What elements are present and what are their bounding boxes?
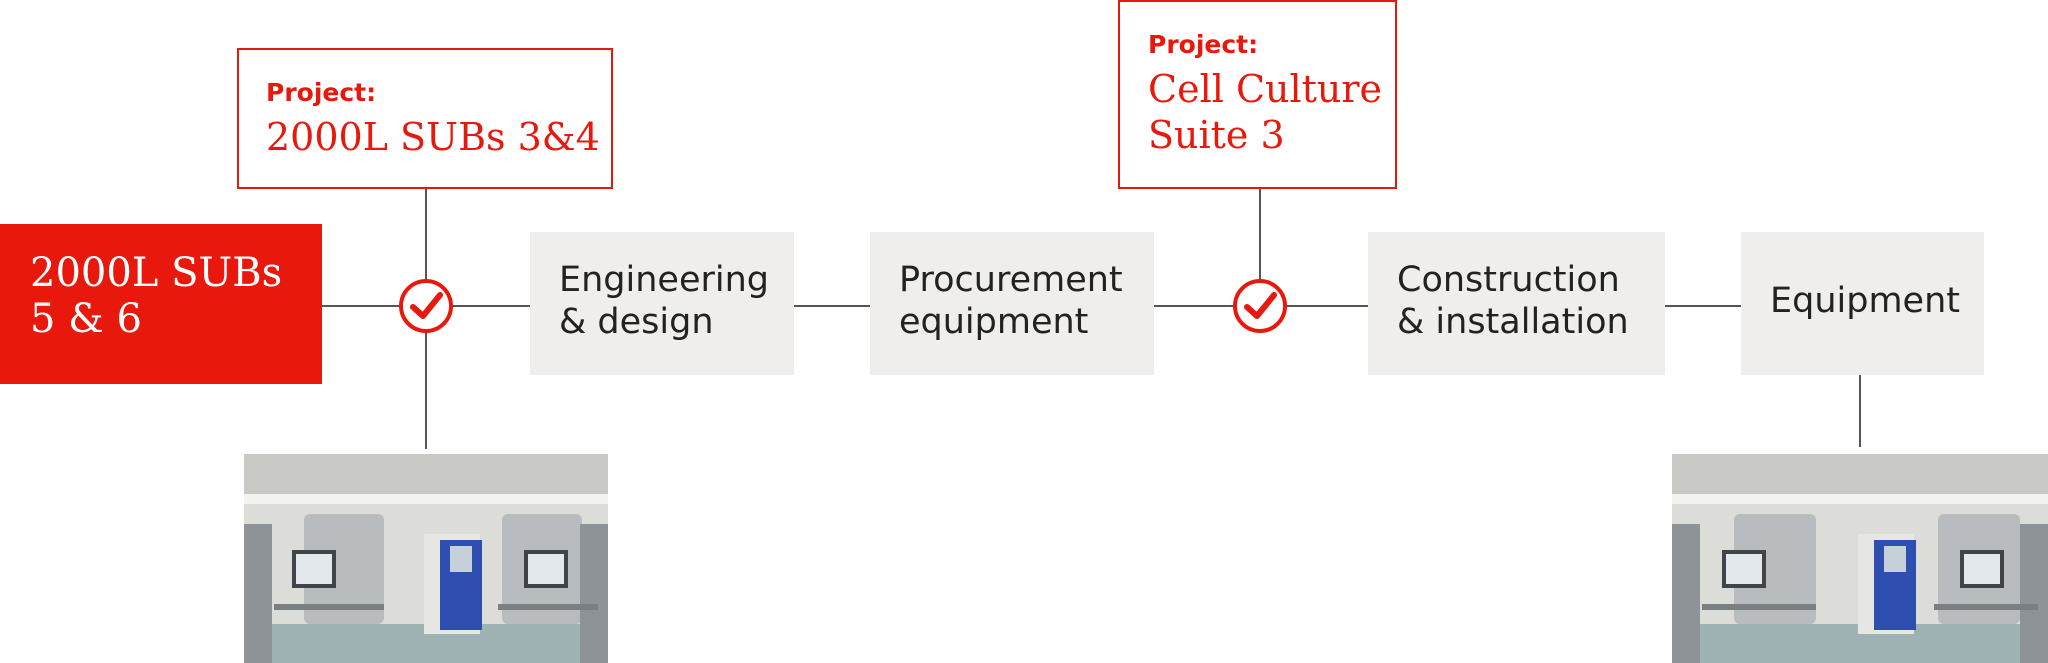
project-callout-subs-3-4: Project: 2000L SUBs 3&4 (237, 48, 613, 189)
project-label: Project: (1148, 30, 1259, 59)
current-project-box: 2000L SUBs 5 & 6 (0, 224, 322, 384)
step-label-line2: & installation (1397, 302, 1629, 342)
current-project-line2: 5 & 6 (30, 296, 142, 342)
step-label-line1: Procurement (899, 260, 1123, 300)
project-name: 2000L SUBs 3&4 (266, 115, 600, 159)
step-label-line1: Construction (1397, 260, 1620, 300)
step-equipment: Equipment (1741, 232, 1984, 375)
project-callout-cell-culture-suite-3: Project: Cell Culture Suite 3 (1118, 0, 1397, 189)
step-engineering-design: Engineering & design (530, 232, 794, 375)
timeline-connector (1665, 305, 1741, 307)
step-label-line1: Engineering (559, 260, 769, 300)
check-circle-icon (399, 279, 453, 333)
cleanroom-bioreactor-photo (1672, 454, 2048, 663)
step-construction-installation: Construction & installation (1368, 232, 1665, 375)
timeline-connector (794, 305, 870, 307)
check-circle-icon (1233, 279, 1287, 333)
project-name-line1: Cell Culture (1148, 67, 1383, 111)
step-label-line2: & design (559, 302, 714, 342)
project-connector (1259, 189, 1261, 293)
project-name-line2: Suite 3 (1148, 113, 1285, 157)
photo-connector (1859, 375, 1861, 447)
current-project-line1: 2000L SUBs (30, 250, 283, 296)
step-label-line2: equipment (899, 302, 1089, 342)
step-label-line1: Equipment (1770, 281, 1960, 321)
project-label: Project: (266, 78, 377, 107)
cleanroom-bioreactor-photo (244, 454, 608, 663)
step-procurement-equipment: Procurement equipment (870, 232, 1154, 375)
